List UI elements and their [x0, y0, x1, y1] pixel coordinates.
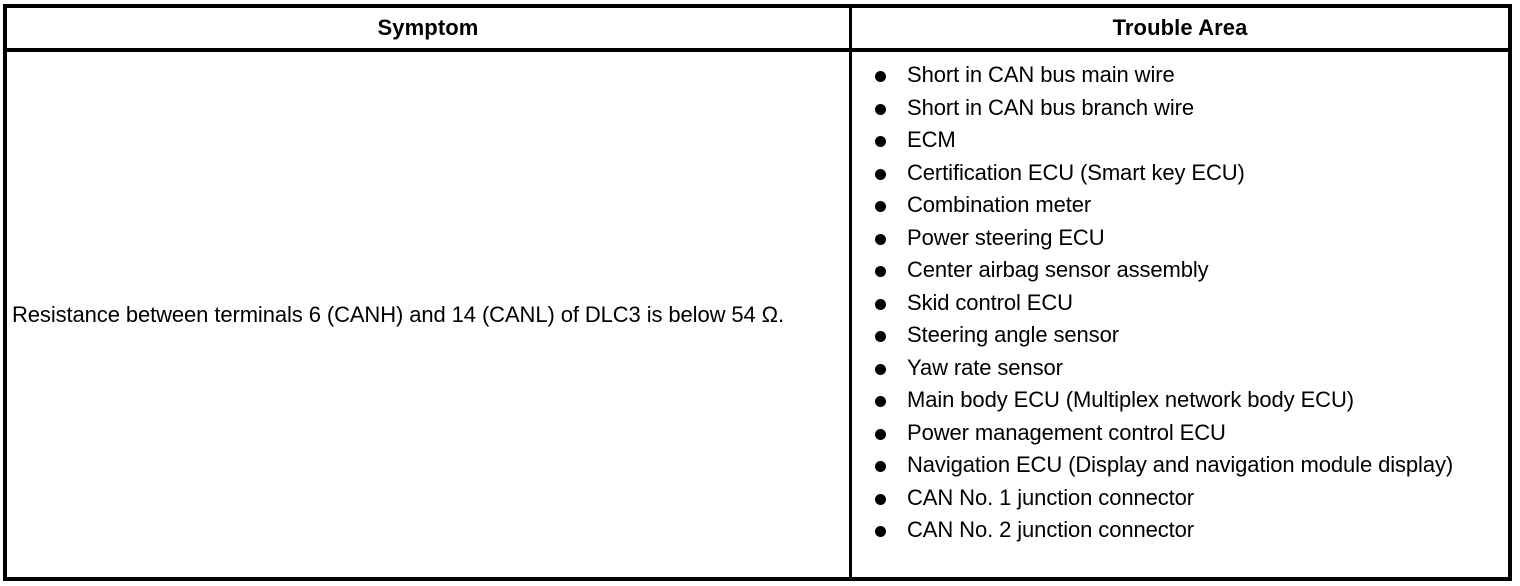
list-item: Steering angle sensor [872, 319, 1467, 352]
list-item-label: Navigation ECU (Display and navigation m… [907, 452, 1454, 477]
symptom-trouble-table: Symptom Trouble Area Resistance between … [3, 4, 1512, 581]
bullet-icon [875, 168, 886, 180]
list-item: Navigation ECU (Display and navigation m… [872, 449, 1467, 482]
list-item-label: Power steering ECU [907, 224, 1105, 250]
bullet-icon [875, 396, 886, 407]
list-item-label: Combination meter [907, 192, 1092, 217]
list-item: CAN No. 2 junction connector [872, 514, 1467, 547]
list-item-label: Yaw rate sensor [907, 354, 1063, 380]
bullet-icon [875, 201, 886, 212]
column-header-trouble-area-label: Trouble Area [1112, 15, 1248, 40]
list-item-label: Certification ECU (Smart key ECU) [907, 159, 1245, 185]
list-item-label: Short in CAN bus main wire [907, 62, 1175, 87]
list-item-label: Power management control ECU [907, 419, 1226, 445]
column-header-symptom-label: Symptom [377, 15, 479, 40]
list-item: ECM [872, 124, 1467, 157]
bullet-icon [875, 233, 886, 245]
table-row: Resistance between terminals 6 (CANH) an… [7, 52, 1508, 577]
list-item: Skid control ECU [872, 287, 1467, 320]
bullet-icon [875, 428, 886, 440]
bullet-icon [875, 493, 886, 505]
list-item-label: CAN No. 1 junction connector [907, 484, 1195, 510]
column-header-trouble-area: Trouble Area [852, 8, 1508, 48]
bullet-icon [875, 103, 886, 115]
list-item: Yaw rate sensor [872, 352, 1467, 385]
list-item: Certification ECU (Smart key ECU) [872, 157, 1467, 190]
bullet-icon [875, 298, 886, 310]
list-item: Short in CAN bus branch wire [872, 92, 1467, 125]
list-item: Short in CAN bus main wire [872, 59, 1467, 92]
list-item: Combination meter [872, 189, 1467, 222]
bullet-icon [875, 71, 886, 82]
bullet-icon [875, 363, 886, 375]
list-item: Power steering ECU [872, 222, 1467, 255]
list-item: Power management control ECU [872, 417, 1467, 450]
list-item: CAN No. 1 junction connector [872, 482, 1467, 515]
table-header-row: Symptom Trouble Area [7, 8, 1508, 52]
bullet-icon [875, 266, 886, 277]
bullet-icon [875, 461, 886, 472]
list-item: Main body ECU (Multiplex network body EC… [872, 384, 1467, 417]
list-item-label: CAN No. 2 junction connector [907, 517, 1195, 542]
list-item: Center airbag sensor assembly [872, 254, 1467, 287]
bullet-icon [875, 526, 886, 537]
list-item-label: Short in CAN bus branch wire [907, 94, 1194, 120]
column-header-symptom: Symptom [7, 8, 852, 48]
list-item-label: Center airbag sensor assembly [907, 257, 1209, 282]
bullet-icon [875, 331, 886, 342]
symptom-description: Resistance between terminals 6 (CANH) an… [12, 301, 785, 327]
list-item-label: ECM [907, 127, 956, 152]
cell-symptom: Resistance between terminals 6 (CANH) an… [7, 52, 852, 577]
list-item-label: Steering angle sensor [907, 322, 1119, 347]
bullet-icon [875, 136, 886, 147]
list-item-label: Skid control ECU [907, 289, 1073, 315]
list-item-label: Main body ECU (Multiplex network body EC… [907, 387, 1354, 412]
